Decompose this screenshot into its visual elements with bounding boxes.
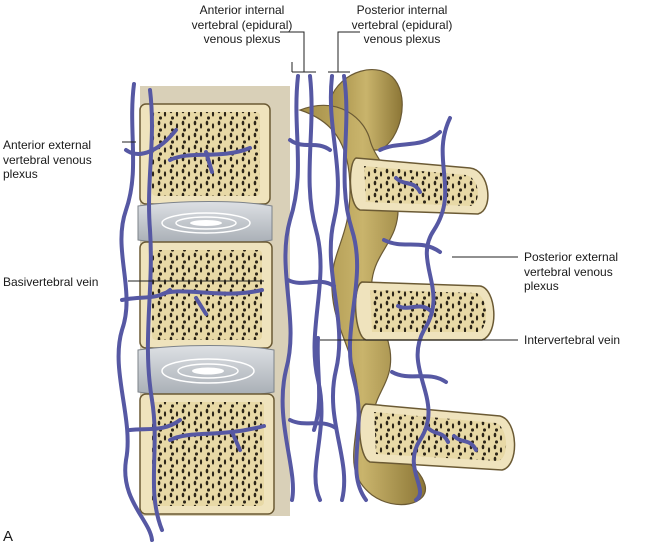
posterior-internal-vertebral-plexus-label: Posterior internal vertebral (epidural) … bbox=[351, 3, 453, 46]
leader-lines bbox=[122, 31, 518, 341]
posterior-external-venous-plexus bbox=[378, 116, 478, 502]
anterior-internal-vertebral-plexus-label: Anterior internal vertebral (epidural) v… bbox=[191, 3, 293, 46]
intervertebral-disc-upper bbox=[137, 201, 273, 245]
vertebral-body-lower bbox=[139, 393, 275, 515]
process-plate-upper bbox=[349, 157, 489, 215]
process-plate-middle bbox=[354, 281, 495, 341]
basivertebral-veins bbox=[158, 146, 266, 452]
intervertebral-vein bbox=[312, 336, 322, 432]
posterior-external-vertebral-plexus-label: Posterior external vertebral venous plex… bbox=[524, 250, 619, 293]
basivertebral-vein-label: Basivertebral vein bbox=[3, 275, 99, 289]
intervertebral-disc-lower bbox=[137, 345, 275, 397]
panel-letter: A bbox=[3, 528, 14, 545]
anterior-internal-venous-plexus bbox=[280, 74, 338, 502]
posterior-internal-venous-plexus bbox=[328, 74, 368, 502]
intervertebral-vein-label: Intervertebral vein bbox=[524, 333, 621, 347]
anterior-external-vertebral-plexus-label: Anterior external vertebral venous plexu… bbox=[3, 138, 92, 181]
process-plate-lower bbox=[358, 403, 516, 471]
